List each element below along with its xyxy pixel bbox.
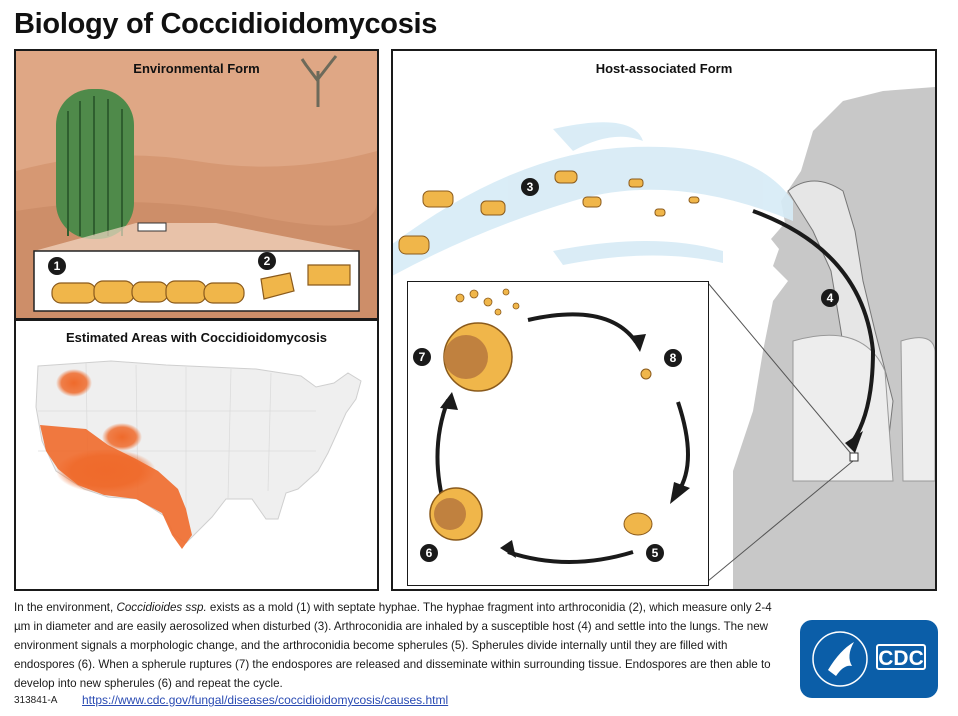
endospore-filled-spherule (429, 487, 483, 541)
endospore (640, 368, 652, 380)
step-badge-1: 1 (48, 257, 66, 275)
host-silhouette (733, 51, 935, 589)
host-illustration (393, 51, 935, 589)
us-map-illustration (35, 360, 362, 549)
environmental-form-panel: Environmental Form 1 2 (14, 49, 379, 320)
source-link[interactable]: https://www.cdc.gov/fungal/diseases/cocc… (82, 693, 449, 707)
estimated-areas-title: Estimated Areas with Coccidioidomycosis (65, 330, 328, 345)
rupturing-spherule (443, 288, 520, 392)
caption-species-name: Coccidioides ssp. (116, 601, 207, 614)
page-title: Biology of Coccidioidomycosis (14, 8, 438, 40)
us-outline (35, 360, 362, 544)
step-badge-4: 4 (821, 289, 839, 307)
caption-part-2: exists as a mold (1) with septate hyphae… (14, 601, 772, 690)
desert-scene-illustration (16, 51, 377, 318)
hyphae-chain (51, 280, 245, 304)
host-associated-title: Host-associated Form (595, 61, 733, 76)
environmental-form-title: Environmental Form (133, 61, 260, 76)
document-id: 313841-A (14, 695, 58, 706)
young-spherule (623, 512, 653, 536)
airborne-arthroconidia (398, 170, 700, 255)
arthroconidia-fragments (260, 264, 351, 300)
air-stream (393, 122, 793, 276)
endemic-area-overlay (40, 369, 192, 549)
step-badge-8: 8 (664, 349, 682, 367)
cactus-icon (56, 89, 134, 239)
estimated-areas-panel: Estimated Areas with Coccidioidomycosis (14, 319, 379, 591)
step-badge-7: 7 (413, 348, 431, 366)
hhs-seal-icon (812, 631, 868, 687)
cdc-logo-text: CDC (876, 644, 926, 670)
host-associated-panel: Host-associated Form 3 4 (391, 49, 937, 591)
step-badge-3: 3 (521, 178, 539, 196)
step-badge-5: 5 (646, 544, 664, 562)
joshua-tree-icon (300, 55, 338, 107)
step-badge-6: 6 (420, 544, 438, 562)
inhalation-arrow (752, 209, 876, 443)
spherule-lifecycle-diagram (429, 288, 690, 564)
cdc-logo: CDC (800, 620, 938, 698)
lifecycle-inset: 7 8 5 6 (407, 281, 709, 586)
step-badge-2: 2 (258, 252, 276, 270)
caption-part-1: In the environment, (14, 601, 117, 614)
description-caption: In the environment, Coccidioides ssp. ex… (14, 598, 774, 693)
